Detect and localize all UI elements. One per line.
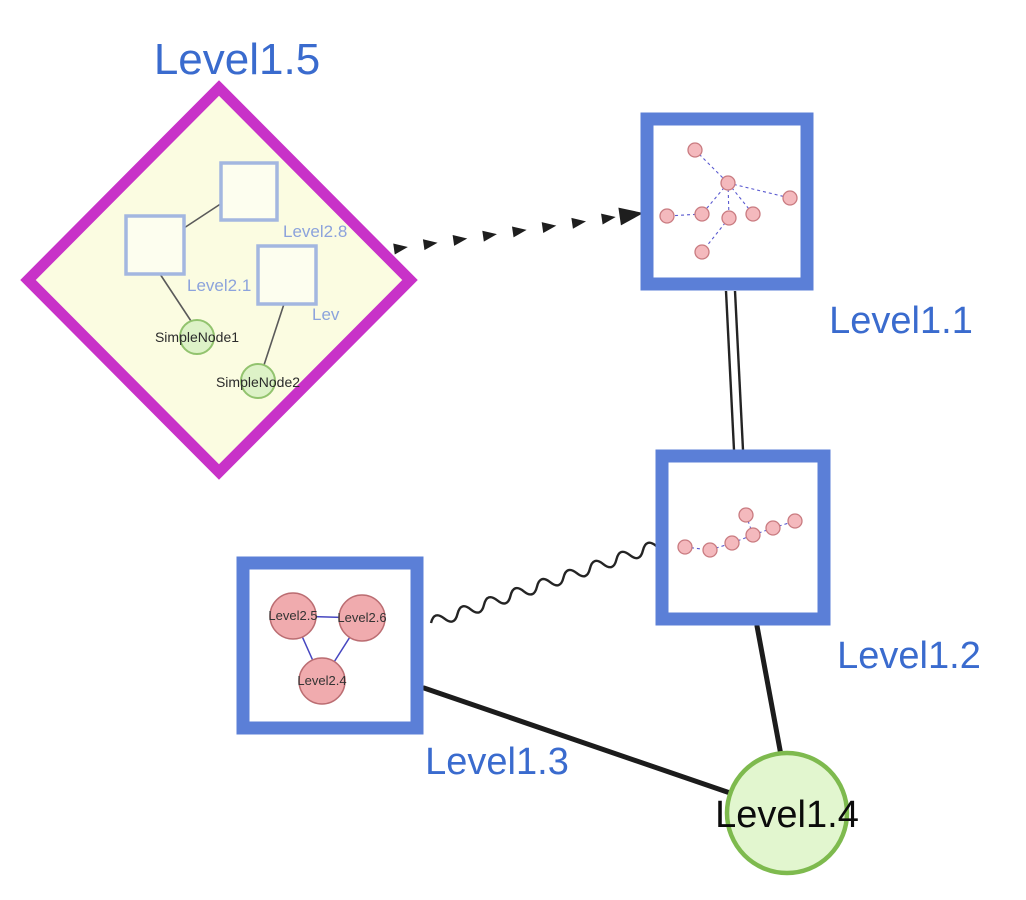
double-edge-line-1 [724,290,736,451]
node-level2-6[interactable] [338,594,386,642]
graph-edge [694,149,729,184]
inner-edge-level21-simplenode1[interactable] [159,273,192,322]
level1-2-inner-graph [677,507,803,558]
graph-node[interactable] [677,539,693,555]
edge-level15-to-level11-dashed-arrow[interactable] [393,204,645,258]
level1-1-inner-graph [659,142,798,260]
node-level1-4[interactable] [724,750,850,876]
graph-node[interactable] [720,175,736,191]
label-level2-1: Level2.1 [187,276,251,295]
graph-node[interactable] [702,542,718,558]
graph-node[interactable] [782,190,798,206]
wavy-edge-path [429,541,657,624]
label-simplenode2: SimpleNode2 [216,374,300,390]
edge-level11-to-level12-double[interactable] [724,290,745,451]
edge-level12-to-level14[interactable] [754,623,786,769]
label-level1-3: Level1.3 [425,741,569,783]
inner-edge-level21-level28[interactable] [183,202,223,229]
graph-node[interactable] [694,206,710,222]
graph-node[interactable] [721,210,737,226]
node-level2-1[interactable] [124,214,186,276]
graph-node[interactable] [765,520,781,536]
label-level1-4: Level1.4 [715,794,859,836]
arrowhead-icon [618,207,644,226]
node-simplenode2[interactable] [240,363,276,399]
node-level1-1-box[interactable] [640,112,814,291]
label-level2-6: Level2.6 [337,610,386,625]
graph-node[interactable] [787,513,803,529]
inner-edge-lev-simplenode2[interactable] [263,303,285,366]
label-level2-5: Level2.5 [268,608,317,623]
label-level1-2: Level1.2 [837,635,981,677]
graph-node[interactable] [745,527,761,543]
double-edge-line-2 [733,290,745,451]
diamond-shape[interactable] [20,80,418,480]
label-level2-4: Level2.4 [297,673,346,688]
node-lev[interactable] [256,244,318,306]
node-simplenode1[interactable] [179,319,215,355]
node-level2-8[interactable] [219,161,279,222]
label-simplenode1: SimpleNode1 [155,329,239,345]
edge-level13-to-level14[interactable] [421,685,736,797]
node-level1-1[interactable] [640,112,814,291]
label-level1-1: Level1.1 [829,300,973,342]
node-level1-3[interactable]: Level2.5 Level2.6 Level2.4 [236,556,424,735]
graph-node[interactable] [659,208,675,224]
node-level2-5[interactable] [269,592,317,640]
level1-3-inner-graph: Level2.5 Level2.6 Level2.4 [268,592,387,705]
node-level1-2[interactable] [655,449,831,626]
edge-level13-to-level12-wavy[interactable] [429,541,658,628]
graph-node[interactable] [687,142,703,158]
graph-node[interactable] [738,507,754,523]
group-node-level1-5[interactable]: Level2.8 Level2.1 Lev SimpleNode1 Simple… [20,80,418,480]
label-lev: Lev [312,305,340,324]
graph-edge [727,182,791,199]
graph-node[interactable] [745,206,761,222]
graph-node[interactable] [724,535,740,551]
dashed-arrow-segments [393,213,616,255]
node-level2-4[interactable] [298,657,346,705]
node-level1-2-box[interactable] [655,449,831,626]
label-level1-5: Level1.5 [154,35,320,84]
graph-node[interactable] [694,244,710,260]
label-level2-8: Level2.8 [283,222,347,241]
